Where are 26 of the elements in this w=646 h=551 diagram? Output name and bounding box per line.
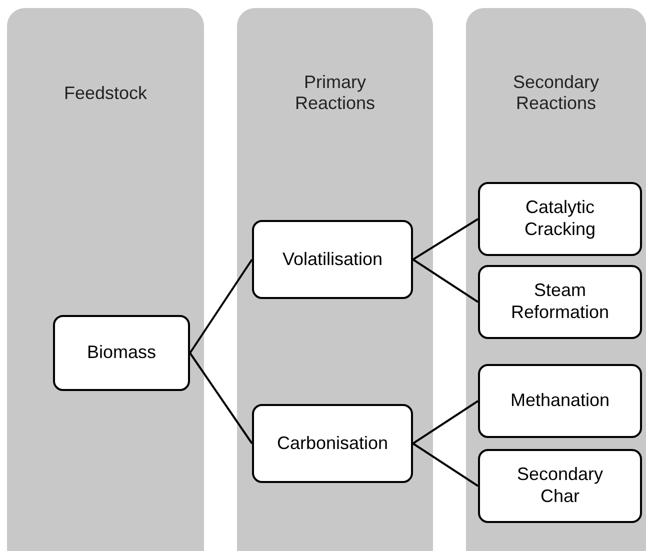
process-box (478, 449, 642, 523)
column-band (7, 8, 204, 551)
process-box (252, 404, 413, 483)
column-heading: Feedstock (62, 82, 148, 105)
connector-line (412, 258, 479, 303)
process-box (478, 364, 642, 438)
column-heading: Secondary Reactions (512, 71, 600, 115)
box-label: Steam Reformation (510, 280, 610, 324)
box-label: Methanation (509, 390, 611, 412)
process-box (252, 220, 413, 299)
column-band (466, 8, 646, 551)
connector-line (412, 442, 479, 487)
box-label: Secondary Char (516, 464, 604, 508)
connector-line (189, 258, 253, 354)
process-box (478, 182, 642, 256)
column-heading: Primary Reactions (294, 71, 376, 115)
box-label: Volatilisation (281, 248, 384, 270)
box-label: Catalytic Cracking (523, 197, 597, 241)
connector-line (412, 400, 479, 444)
box-label: Biomass (86, 342, 158, 364)
process-box (478, 265, 642, 339)
process-box (53, 315, 190, 391)
column-band (237, 8, 433, 551)
connector-line (412, 218, 479, 260)
box-label: Carbonisation (276, 432, 390, 454)
connector-line (189, 352, 253, 444)
